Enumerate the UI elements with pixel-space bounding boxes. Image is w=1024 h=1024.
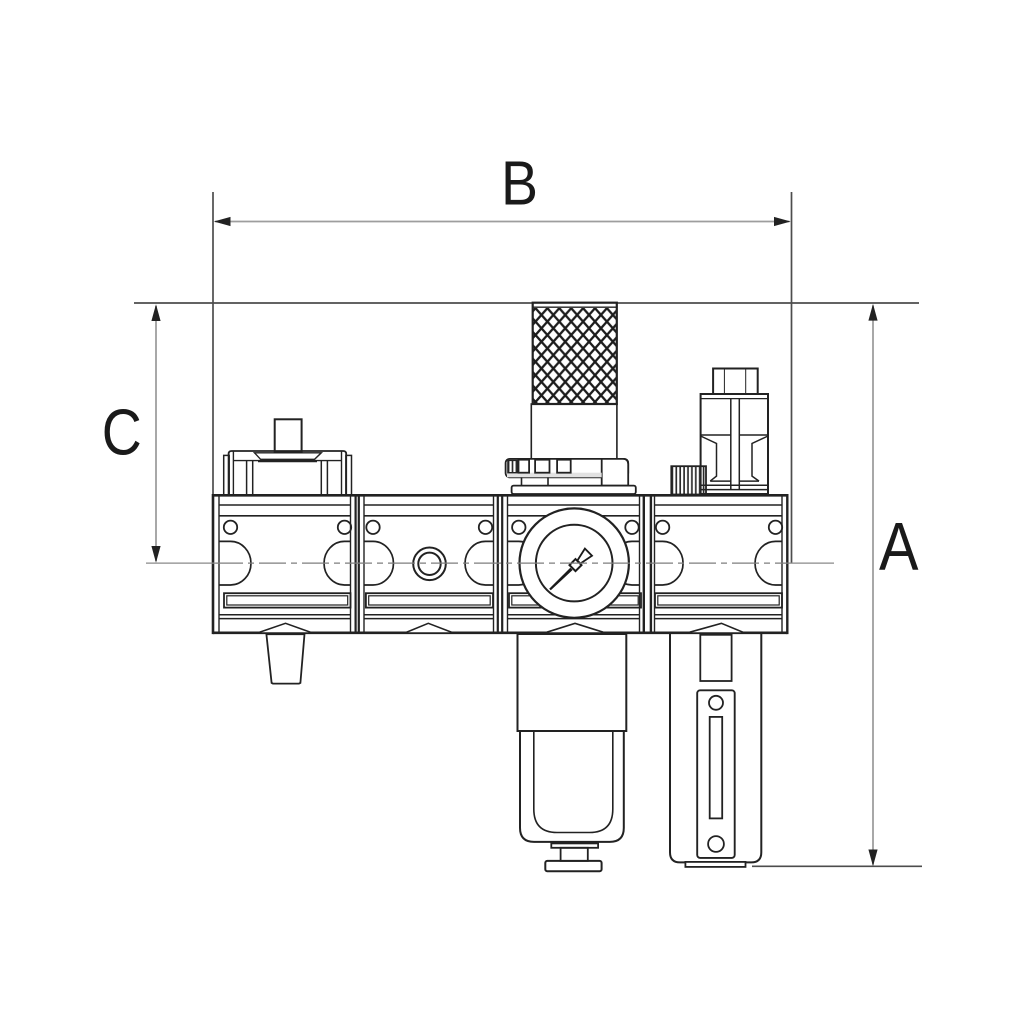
svg-text:A: A — [879, 509, 919, 585]
svg-text:B: B — [501, 150, 538, 219]
svg-text:C: C — [102, 396, 142, 469]
